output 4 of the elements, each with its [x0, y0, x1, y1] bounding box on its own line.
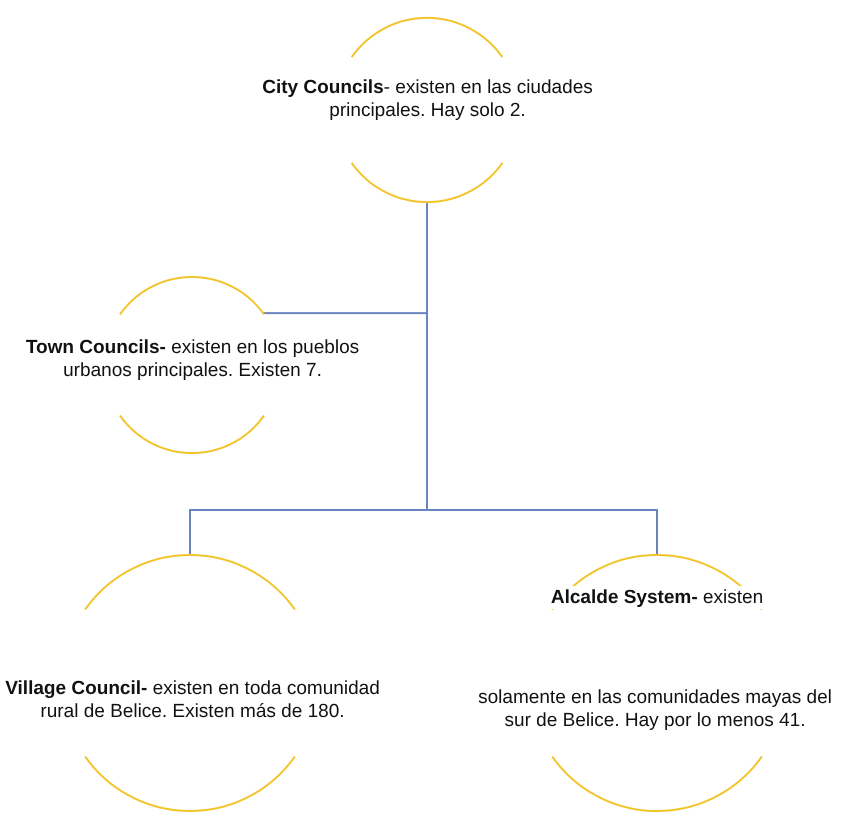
node-text: City Councils- existen en las ciudades principales. Hay solo 2.: [261, 76, 594, 122]
node-text: Village Council- existen en toda comunidad rural de Belice. Existen más de 180.: [5, 677, 380, 723]
node-text: solamente en las comunidades mayas del sur de Belice. Hay por lo menos 41.: [477, 686, 833, 732]
node-text: Town Councils- existen en los pueblos urbanos principales. Existen 7.: [24, 336, 360, 382]
